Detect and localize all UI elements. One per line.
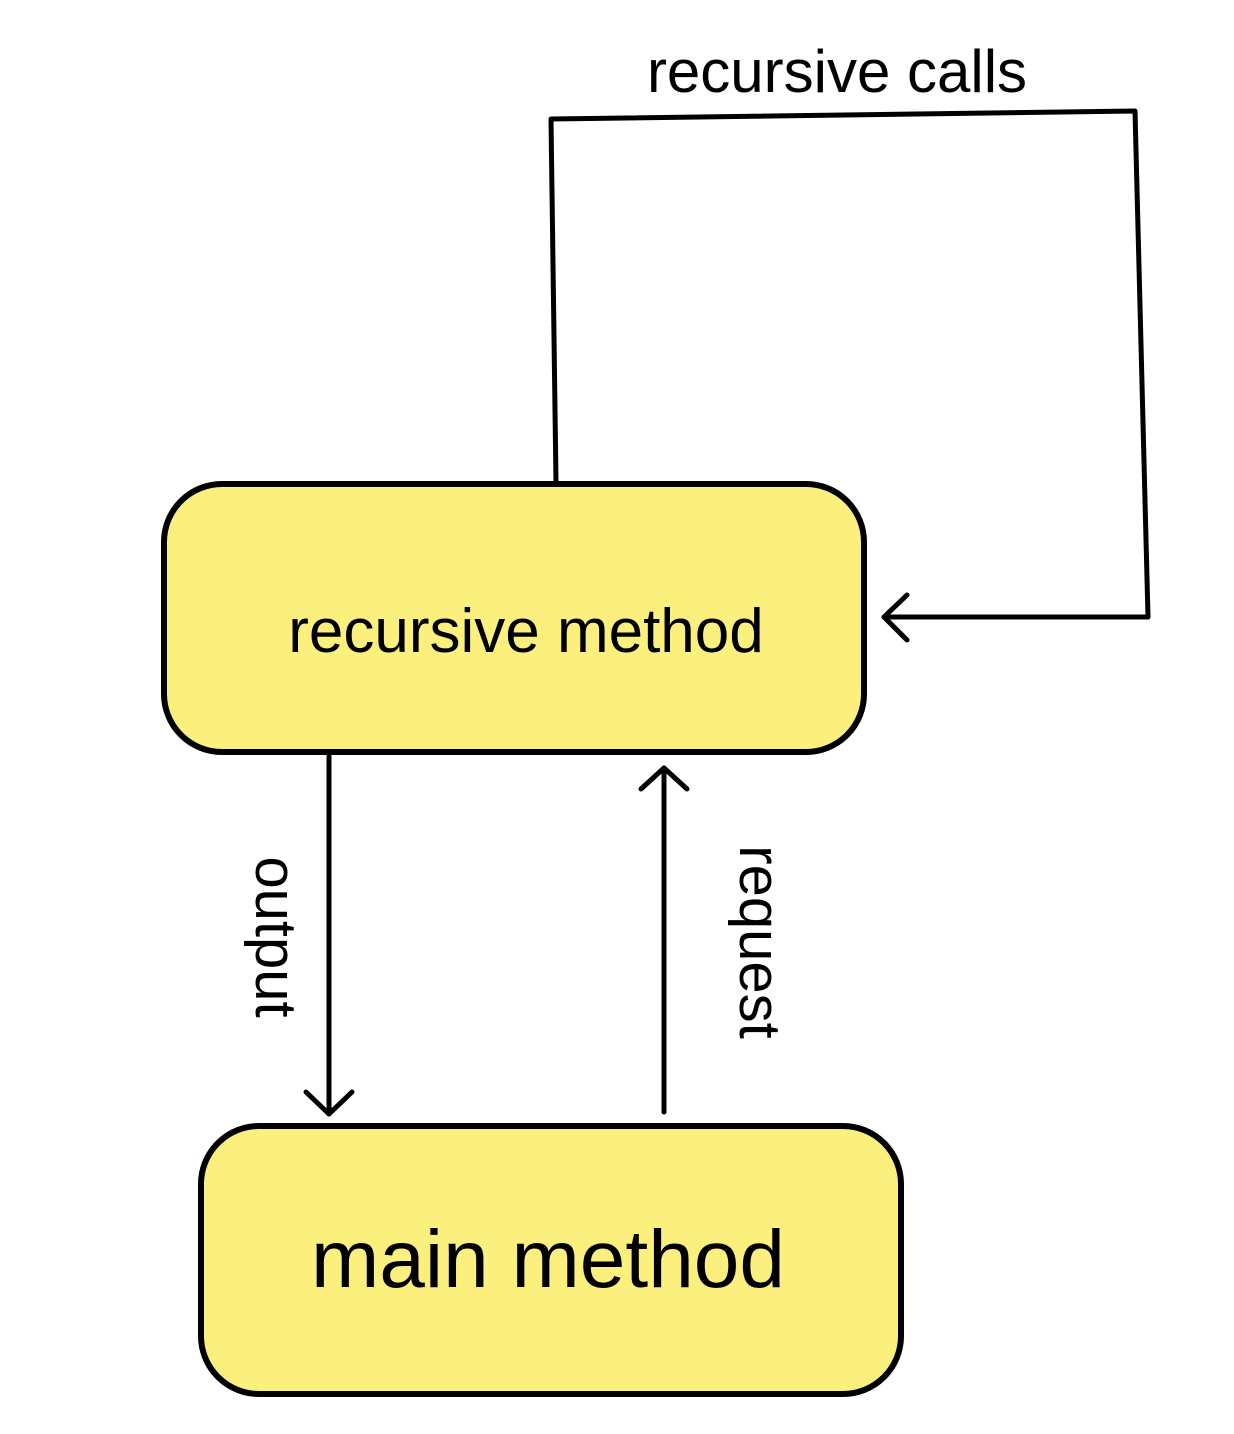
main-method-node: main method [198, 1123, 904, 1397]
main-method-label: main method [311, 1214, 785, 1305]
output-label: output [243, 856, 308, 1017]
recursive-calls-label: recursive calls [647, 38, 1027, 105]
recursive-method-label: recursive method [288, 597, 764, 666]
recursive-method-box [161, 481, 867, 755]
request-label: request [727, 845, 792, 1038]
request-edge: request [638, 765, 792, 1115]
main-method-box [198, 1123, 904, 1397]
request-arrowhead [638, 765, 690, 792]
recursive-calls-arrowhead [881, 592, 910, 643]
output-arrowhead [303, 1089, 355, 1117]
recursive-method-node: recursive method [161, 481, 867, 755]
recursive-calls-loop-line [548, 108, 1151, 620]
output-edge: output [243, 753, 355, 1117]
recursive-calls-edge: recursive calls [548, 38, 1151, 643]
